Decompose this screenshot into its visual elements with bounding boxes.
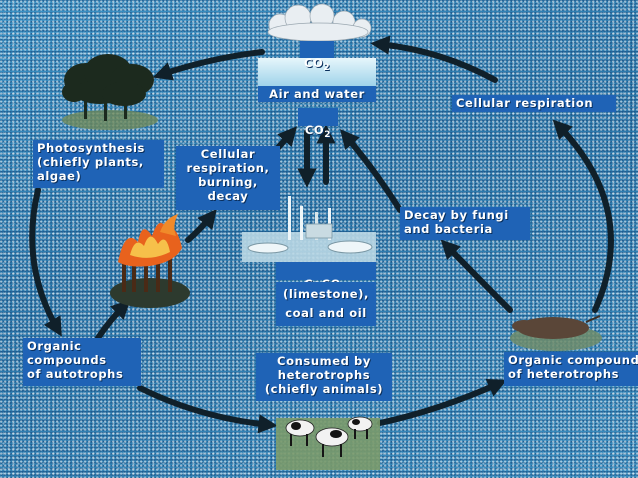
arrow-heterotrophs-to-decay	[440, 239, 513, 313]
consumed-heterotrophs-label: Consumed by heterotrophs (chiefly animal…	[256, 353, 392, 401]
cows-image	[276, 416, 380, 470]
co2-top-text: CO	[304, 56, 324, 70]
arrow-photosynthesis-to-organic-autotrophs	[29, 187, 62, 337]
arrow-consumed-to-heterotrophs	[377, 378, 508, 426]
limestone-coal-oil-label: (limestone), coal and oil	[276, 282, 376, 326]
co2-center-subscript: 2	[324, 130, 332, 140]
respiration-burning-decay-label: Cellular respiration, burning, decay	[176, 146, 280, 210]
arrow-respiration-to-air	[370, 35, 498, 83]
co2-center-text: CO	[304, 123, 325, 137]
dead-animal-image	[510, 315, 602, 351]
arrow-heterotrophs-to-respiration	[552, 119, 614, 313]
organic-heterotrophs-label: Organic compounds of heterotrophs	[504, 352, 638, 386]
fire-image	[110, 214, 190, 308]
caco3-label: CaCO3	[276, 262, 376, 294]
arrow-air-to-trees	[152, 49, 265, 81]
air-and-water-label: Air and water	[258, 86, 376, 102]
co2-top-subscript: 2	[323, 63, 331, 73]
photosynthesis-label: Photosynthesis (chiefly plants, algae)	[33, 140, 164, 188]
arrow-autotrophs-to-fire	[95, 299, 131, 341]
co2-top-label: CO2	[300, 41, 334, 73]
cloud-image	[258, 3, 376, 86]
organic-autotrophs-label: Organic compounds of autotrophs	[23, 338, 141, 386]
refinery-image	[242, 196, 376, 262]
arrow-autotrophs-to-consumed	[137, 385, 278, 434]
arrow-fire-to-respiration-box	[185, 209, 217, 243]
decay-fungi-label: Decay by fungi and bacteria	[400, 207, 530, 240]
trees-image	[62, 54, 158, 130]
cellular-respiration-label: Cellular respiration	[452, 95, 616, 112]
co2-center-label: CO2	[298, 108, 338, 140]
arrow-decay-to-co2	[340, 129, 403, 213]
